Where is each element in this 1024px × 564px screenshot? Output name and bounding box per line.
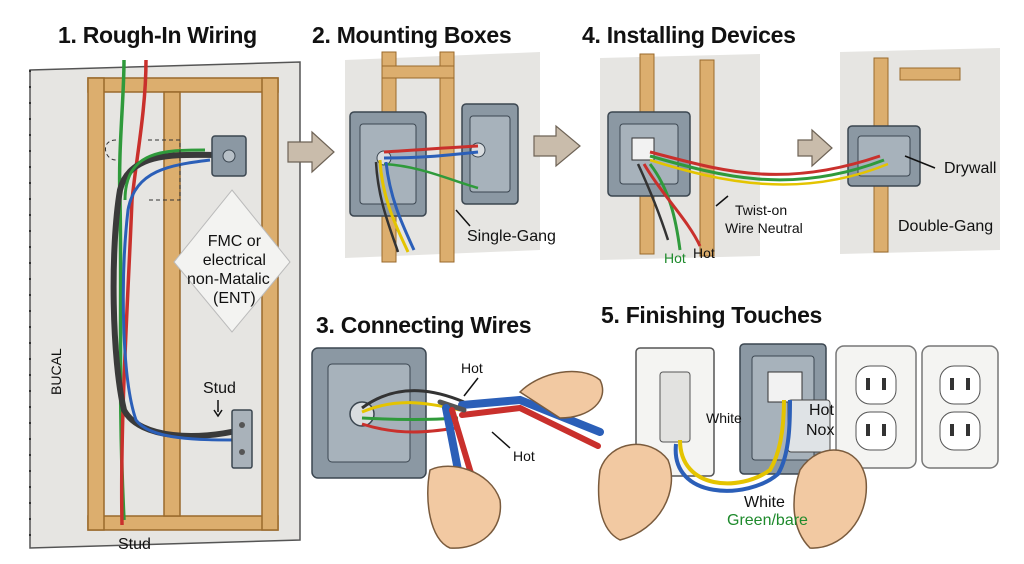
step-2-heading: 2. Mounting Boxes (312, 22, 512, 48)
green-bare-label: Green/bare (727, 512, 808, 529)
hand-icon (427, 465, 502, 549)
wire-red (119, 59, 148, 526)
wire-blue (383, 150, 479, 160)
wire-red-drop (642, 163, 702, 247)
connector-icon (349, 401, 375, 427)
outlet-bracket (231, 409, 253, 469)
arrow-right-icon (533, 124, 581, 168)
stud-left (87, 77, 105, 531)
cable-black (110, 151, 241, 439)
wire-green (361, 416, 459, 421)
wire-red (383, 144, 479, 154)
wire-blue (673, 399, 792, 493)
single-gang-pointer (455, 209, 471, 227)
wire-yellow (378, 159, 410, 253)
hot-label-pliers-bottom: Hot (513, 448, 535, 464)
wire-green-drop (648, 163, 682, 251)
outlet-icon (835, 345, 917, 469)
bottom-plate (87, 515, 279, 531)
hot-label-cover: Hot (809, 402, 834, 419)
wire-blue-2 (384, 161, 416, 251)
switch-icon (659, 371, 691, 443)
header-block-2 (899, 67, 961, 81)
drywall-label: Drywall (944, 160, 997, 177)
pliers-icon (437, 395, 604, 449)
twist-on-pointer (715, 195, 729, 207)
wire-yellow (649, 158, 889, 186)
twist-on-line-2: Wire Neutral (725, 220, 803, 236)
dashed-detail-2 (148, 139, 181, 201)
outlet-icon (921, 345, 999, 469)
step-3-heading: 3. Connecting Wires (316, 312, 532, 338)
terminal-block-icon (631, 137, 655, 161)
fmc-line-1: FMC or (207, 233, 262, 250)
step-5-heading: 5. Finishing Touches (601, 302, 823, 328)
twist-on-line-1: Twist-on (735, 202, 788, 218)
wire-black (374, 161, 400, 253)
wire-green-2 (123, 148, 206, 201)
white-label-switch: White (706, 410, 742, 426)
hand-icon (793, 449, 868, 549)
hot-label-dark: Hot (693, 245, 715, 261)
hot-label-green: Hot (664, 250, 686, 266)
arrow-right-icon (797, 128, 833, 168)
fmc-line-4: (ENT) (213, 290, 256, 307)
twist-on-label: Twist-on Wire Neutral (725, 201, 803, 237)
hot-pointer-2 (491, 431, 511, 449)
arrow-down-icon (213, 409, 223, 418)
fmc-line-3: non-Matalic (187, 271, 270, 288)
panel-mounting-boxes (345, 51, 540, 263)
wire-blue (121, 158, 241, 442)
stud-d (699, 59, 715, 257)
knockout-icon (222, 149, 236, 163)
step-1-heading: 1. Rough-In Wiring (58, 22, 257, 48)
panel-connecting-wires (311, 347, 604, 549)
wire-black (361, 389, 465, 410)
wire-green (649, 154, 885, 182)
panel-finishing-touches (597, 343, 999, 549)
wire-green (383, 162, 479, 190)
side-vertical-label: BUCAL (48, 348, 64, 395)
header-block (381, 65, 455, 79)
stud-label-upper: Stud (203, 380, 236, 397)
wire-yellow (678, 399, 786, 486)
screw-icon (239, 422, 245, 428)
hot-label-pliers-top: Hot (461, 360, 483, 376)
fmc-callout-diamond (173, 189, 291, 333)
panel-rough-in (29, 59, 301, 549)
nox-label-cover: Nox (806, 422, 835, 439)
top-plate (87, 77, 279, 93)
double-gang-label: Double-Gang (898, 218, 994, 235)
terminal-block-icon (767, 371, 803, 403)
drywall-pointer (904, 155, 936, 169)
stud-right (261, 77, 279, 531)
dashed-detail (105, 139, 117, 161)
box-interior-4 (857, 135, 911, 177)
single-gang-label: Single-Gang (467, 228, 556, 245)
stud-label-lower: Stud (118, 536, 151, 553)
wire-black-drop (636, 163, 670, 241)
fmc-callout-label: FMC or electrical non-Matalic (ENT) (187, 232, 270, 308)
step-4-heading: 4. Installing Devices (582, 22, 796, 48)
arrow-right-icon (287, 130, 335, 174)
panel-installing-devices (600, 48, 1000, 260)
hot-pointer (463, 377, 479, 397)
stud-middle (163, 91, 181, 517)
wire-red (649, 150, 881, 176)
screw-icon (239, 449, 245, 455)
white-label-bottom: White (744, 494, 785, 511)
hand-icon (518, 370, 604, 419)
hand-icon (597, 443, 673, 541)
fmc-line-2: electrical (202, 252, 266, 269)
